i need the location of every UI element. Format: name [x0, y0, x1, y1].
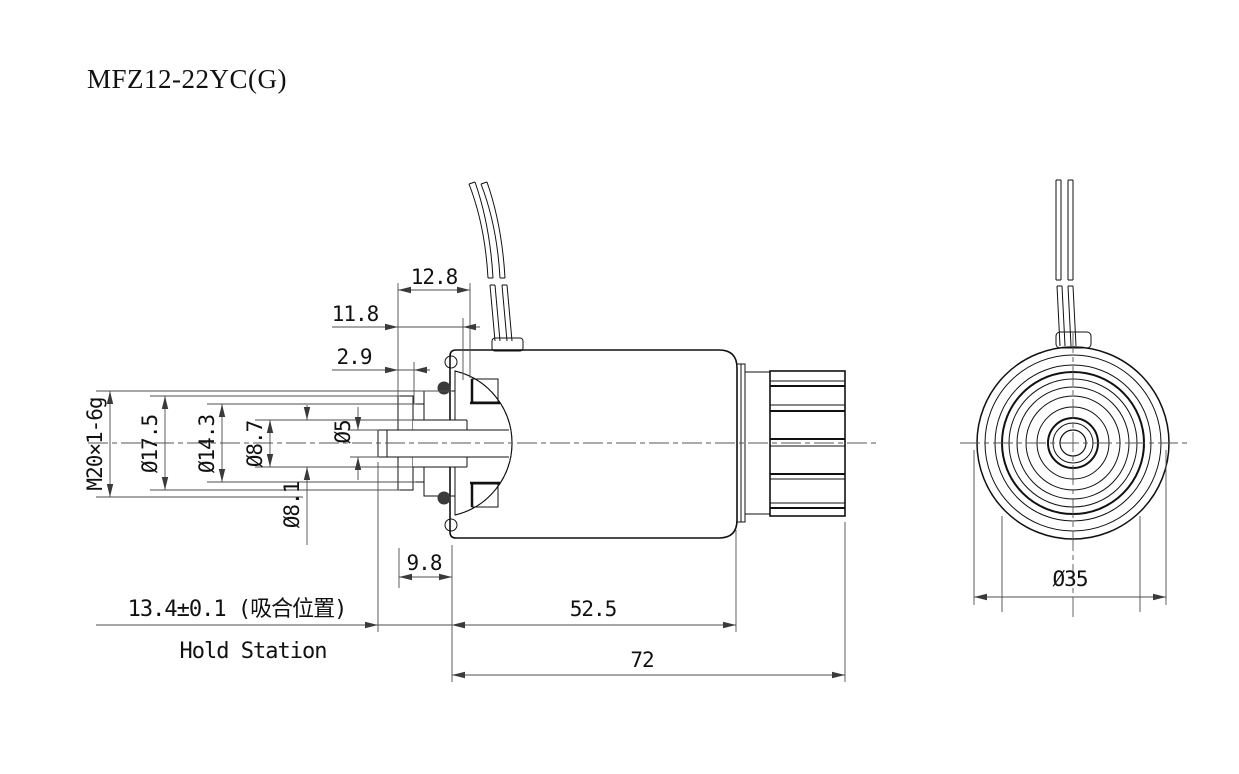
dim-17-5: Ø17.5: [138, 395, 400, 491]
front-face-ear-bottom: [444, 518, 458, 532]
dim-hold-en-label: Hold Station: [180, 639, 327, 664]
dim-9-8: 9.8: [398, 548, 452, 588]
end-view: Ø35: [960, 179, 1187, 618]
front-face-ear-top: [444, 355, 458, 369]
dim-hold-station: 13.4±0.1 (吸合位置) Hold Station: [96, 462, 485, 664]
lead-wires-end: [1055, 179, 1077, 347]
seal-retainer-top: [470, 378, 500, 405]
dim-8-1-label: Ø8.1: [280, 481, 304, 528]
dim-8-7-label: Ø8.7: [243, 420, 267, 467]
dim-m20-label: M20×1-6g: [83, 397, 107, 490]
wire-grommet-end: [1055, 331, 1092, 349]
dim-52-5: 52.5: [452, 530, 737, 632]
dim-35-label: Ø35: [1053, 567, 1088, 591]
dim-9-8-label: 9.8: [407, 551, 442, 575]
dim-2-9: 2.9: [332, 345, 430, 404]
dim-12-8-label: 12.8: [411, 265, 458, 289]
o-ring-bottom: [437, 491, 451, 505]
dim-8-7: Ø8.7: [243, 419, 413, 468]
dim-5-label: Ø5: [331, 420, 355, 443]
rear-nut-assembly: [736, 363, 846, 523]
dim-52-5-label: 52.5: [570, 597, 617, 621]
dim-72-label: 72: [630, 648, 653, 672]
dim-11-8-label: 11.8: [332, 302, 379, 326]
drawing-title: MFZ12-22YC(G): [87, 64, 287, 94]
side-view: [88, 181, 878, 539]
dim-11-8: 11.8: [332, 302, 480, 380]
dim-14-3-label: Ø14.3: [195, 415, 219, 474]
dim-72: 72: [451, 522, 846, 682]
dim-12-8: 12.8: [397, 265, 471, 396]
knurl-lines: [770, 380, 845, 509]
dimensions-side-view: 12.8 11.8 2.9 M20×1-6g: [83, 265, 846, 682]
lead-wires-side: [468, 181, 513, 342]
dim-5: Ø5: [331, 407, 379, 480]
dim-2-9-label: 2.9: [337, 345, 372, 369]
plunger-rod: [377, 429, 510, 458]
coil-body: [449, 349, 738, 539]
dim-hold-cn-label: 13.4±0.1 (吸合位置): [128, 597, 347, 622]
wire-grommet-side: [491, 337, 524, 352]
dim-14-3: Ø14.3: [195, 403, 416, 483]
dim-17-5-label: Ø17.5: [138, 415, 162, 473]
dim-8-1: Ø8.1: [280, 405, 311, 545]
dim-35: Ø35: [973, 450, 1167, 605]
o-ring-top: [437, 381, 451, 395]
dim-m20: M20×1-6g: [83, 390, 452, 498]
seal-retainer-bottom: [470, 481, 500, 508]
